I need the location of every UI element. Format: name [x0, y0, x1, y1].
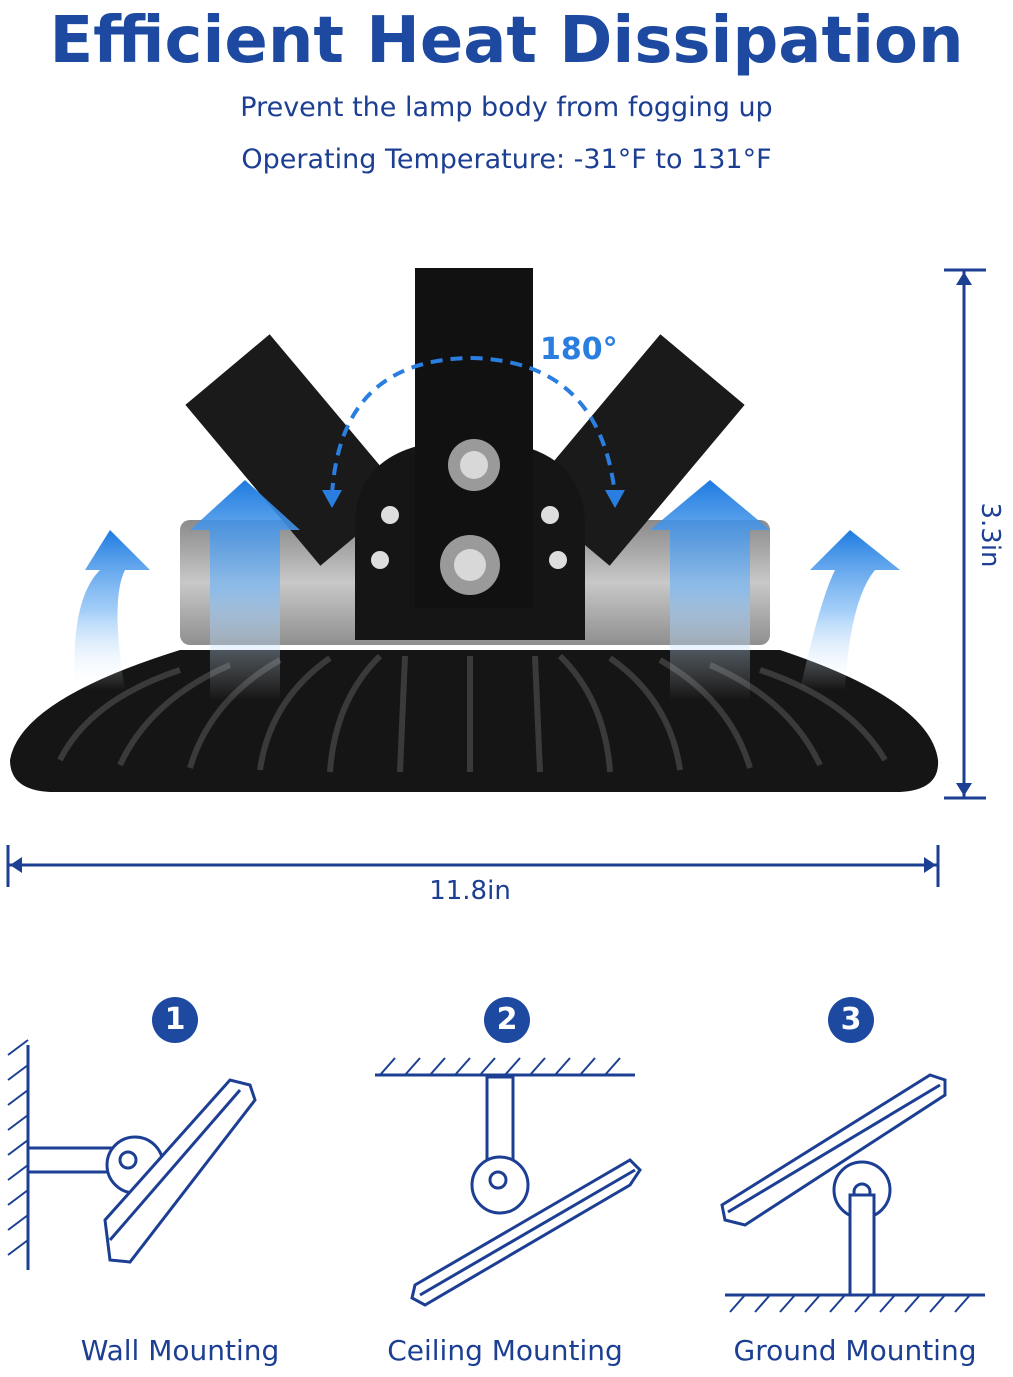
step-3-badge: 3	[828, 997, 874, 1043]
bracket-left-ghost	[185, 334, 405, 566]
ceiling-mounting-label: Ceiling Mounting	[387, 1334, 623, 1367]
rotation-arc	[330, 355, 617, 496]
rotation-angle-label: 180°	[540, 332, 618, 367]
width-dimension-label: 11.8in	[429, 876, 511, 906]
height-dimension-label: 3.3in	[975, 502, 1005, 568]
heat-arrow-far-right	[800, 530, 900, 690]
wall-mounting-label: Wall Mounting	[80, 1334, 280, 1367]
width-dimension-line	[6, 845, 940, 887]
ground-mounting-diagram	[720, 1073, 985, 1313]
heat-arrow-right	[650, 480, 770, 700]
ceiling-mounting-diagram	[375, 1057, 642, 1307]
bracket-center	[415, 268, 533, 608]
step-1-badge: 1	[152, 997, 198, 1043]
subtitle-fog: Prevent the lamp body from fogging up	[240, 92, 773, 123]
page-title: Efficient Heat Dissipation	[49, 4, 964, 78]
heatsink-body	[10, 650, 939, 792]
ground-mounting-label: Ground Mounting	[733, 1334, 977, 1367]
subtitle-temperature: Operating Temperature: -31°F to 131°F	[241, 144, 772, 175]
heat-arrow-left	[190, 480, 300, 700]
height-dimension-line	[944, 268, 986, 800]
wall-mounting-diagram	[7, 1039, 257, 1270]
step-2-badge: 2	[484, 997, 530, 1043]
heat-arrow-far-left	[74, 530, 150, 690]
